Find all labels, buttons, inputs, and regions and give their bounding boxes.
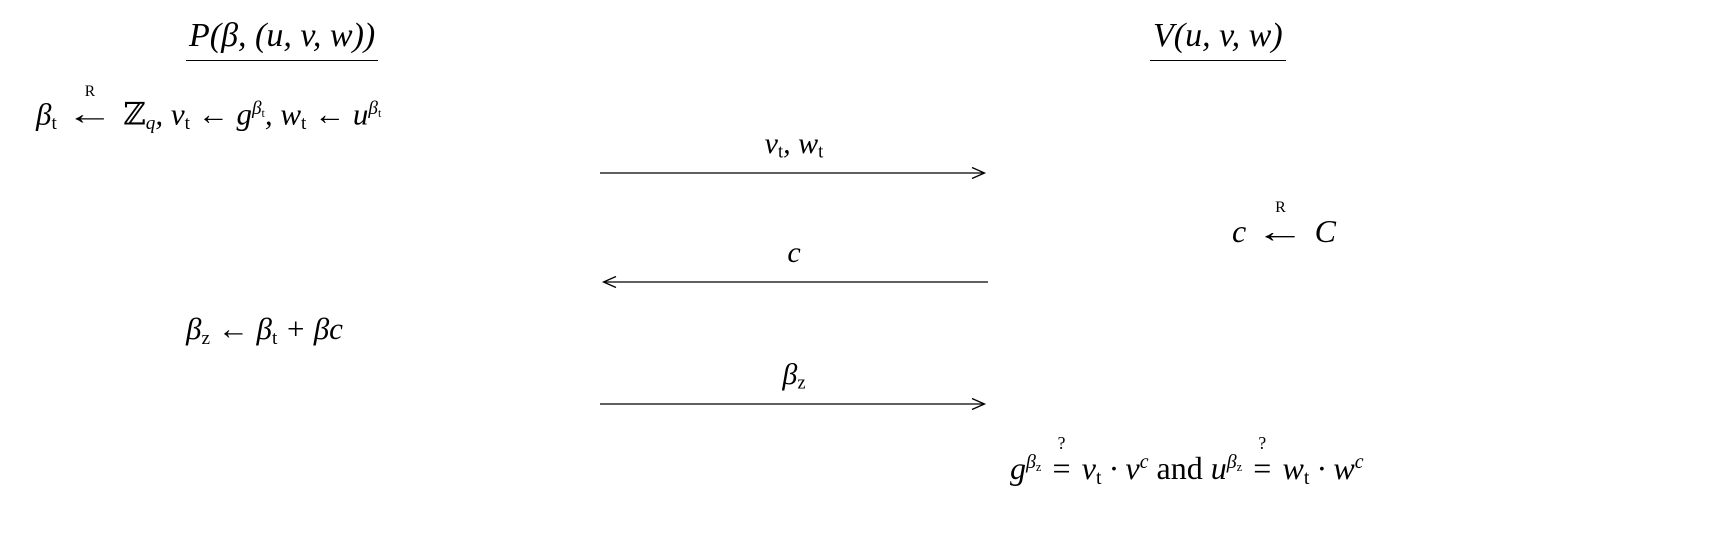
message-commitment: vt, wt: [600, 127, 988, 181]
verifier-challenge-sampling: c R← C: [1232, 199, 1336, 249]
message-response-label: βz: [782, 358, 806, 394]
prover-commit-computation: βt R← ℤq, vt ← gβt, wt ← uβt: [36, 83, 382, 135]
arrow-left-icon: [601, 275, 988, 288]
message-challenge-label: c: [787, 236, 801, 269]
arrow-right-icon: [600, 397, 987, 410]
prover-response-computation: βz ← βt + βc: [186, 311, 343, 349]
prover-title: P(β, (u, v, w)): [186, 16, 379, 62]
message-response: βz: [600, 358, 988, 412]
verifier-verification-check: gβz ?= vt · vc and uβz ?= wt · wc: [1010, 433, 1364, 489]
verifier-title: V(u, v, w): [1150, 16, 1286, 62]
arrow-right-icon: [600, 166, 987, 179]
message-commitment-label: vt, wt: [764, 127, 824, 163]
message-challenge: c: [600, 236, 988, 290]
